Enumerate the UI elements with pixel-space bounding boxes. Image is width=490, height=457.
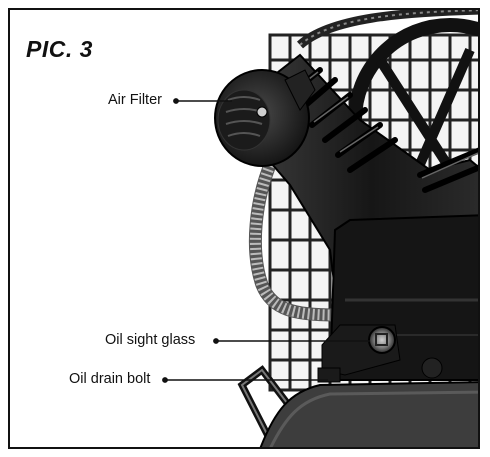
air-filter-body [214,69,316,167]
callout-leaders [162,98,370,383]
oil-drain-bolt-part [317,357,443,383]
figure-title: PIC. 3 [26,36,93,62]
callout-air-filter-label: Air Filter [108,92,162,108]
callout-oil-drain-bolt-label: Oil drain bolt [69,371,151,387]
callout-oil-sight-glass-label: Oil sight glass [105,332,196,348]
oil-sight-glass-part [321,324,401,376]
